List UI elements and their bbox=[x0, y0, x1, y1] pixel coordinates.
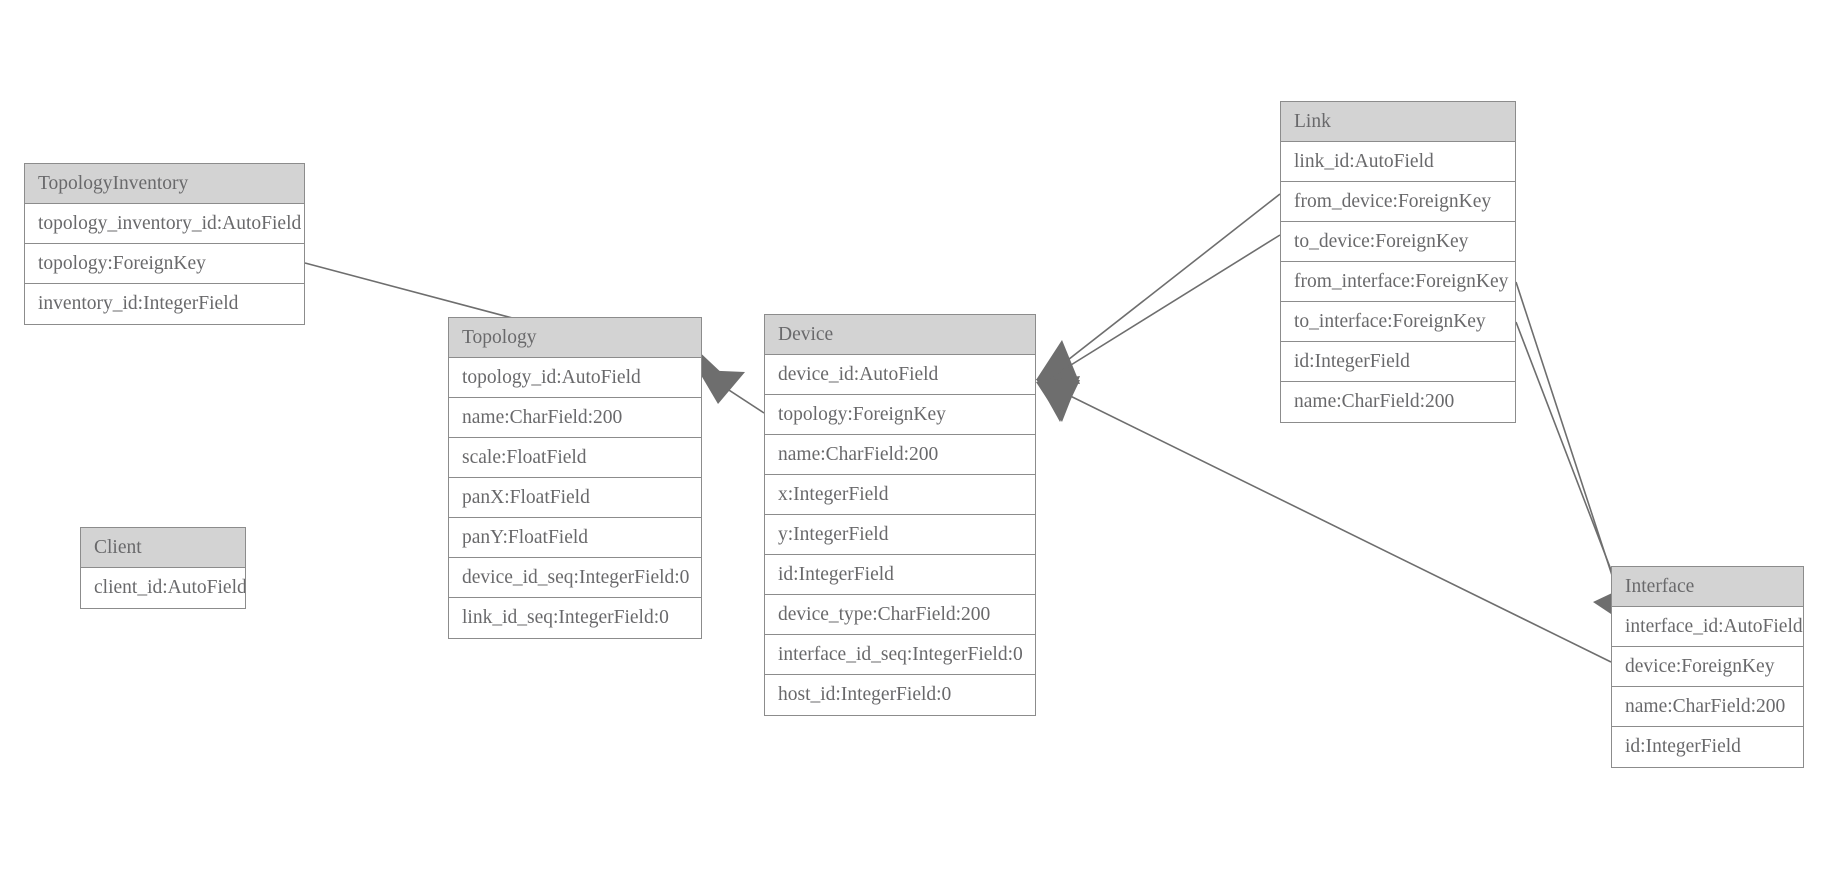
entity-field-row[interactable]: to_device:ForeignKey bbox=[1281, 222, 1515, 262]
edge-link-to-device-to-device bbox=[1036, 234, 1281, 422]
entity-title-device: Device bbox=[765, 315, 1035, 355]
entity-field-row[interactable]: from_interface:ForeignKey bbox=[1281, 262, 1515, 302]
entity-field-row[interactable]: id:IntegerField bbox=[1612, 727, 1803, 767]
entity-field-row[interactable]: inventory_id:IntegerField bbox=[25, 284, 304, 324]
entity-field-row[interactable]: y:IntegerField bbox=[765, 515, 1035, 555]
edge-device-to-topology bbox=[698, 370, 765, 414]
entity-field-row[interactable]: interface_id:AutoField bbox=[1612, 607, 1803, 647]
entity-field-row[interactable]: name:CharField:200 bbox=[1281, 382, 1515, 422]
entity-title-topology: Topology bbox=[449, 318, 701, 358]
entity-field-row[interactable]: id:IntegerField bbox=[765, 555, 1035, 595]
entity-field-row[interactable]: host_id:IntegerField:0 bbox=[765, 675, 1035, 715]
edge-link-from-device-to-device bbox=[1036, 193, 1281, 384]
entity-field-row[interactable]: panX:FloatField bbox=[449, 478, 701, 518]
entity-field-row[interactable]: device:ForeignKey bbox=[1612, 647, 1803, 687]
entity-field-row[interactable]: to_interface:ForeignKey bbox=[1281, 302, 1515, 342]
entity-field-row[interactable]: client_id:AutoField bbox=[81, 568, 245, 608]
entity-field-row[interactable]: name:CharField:200 bbox=[765, 435, 1035, 475]
entity-title-interface: Interface bbox=[1612, 567, 1803, 607]
entity-title-topologyinventory: TopologyInventory bbox=[25, 164, 304, 204]
entity-field-row[interactable]: scale:FloatField bbox=[449, 438, 701, 478]
entity-field-row[interactable]: interface_id_seq:IntegerField:0 bbox=[765, 635, 1035, 675]
entity-field-row[interactable]: topology:ForeignKey bbox=[25, 244, 304, 284]
entity-field-row[interactable]: id:IntegerField bbox=[1281, 342, 1515, 382]
entity-title-client: Client bbox=[81, 528, 245, 568]
entity-field-row[interactable]: x:IntegerField bbox=[765, 475, 1035, 515]
entity-field-row[interactable]: device_id_seq:IntegerField:0 bbox=[449, 558, 701, 598]
entity-field-row[interactable]: name:CharField:200 bbox=[449, 398, 701, 438]
entity-field-row[interactable]: link_id_seq:IntegerField:0 bbox=[449, 598, 701, 638]
entity-field-row[interactable]: topology_id:AutoField bbox=[449, 358, 701, 398]
entity-field-row[interactable]: device_id:AutoField bbox=[765, 355, 1035, 395]
entity-field-row[interactable]: link_id:AutoField bbox=[1281, 142, 1515, 182]
entity-field-row[interactable]: device_type:CharField:200 bbox=[765, 595, 1035, 635]
entity-field-row[interactable]: from_device:ForeignKey bbox=[1281, 182, 1515, 222]
entity-title-link: Link bbox=[1281, 102, 1515, 142]
entity-field-row[interactable]: topology:ForeignKey bbox=[765, 395, 1035, 435]
entity-field-row[interactable]: topology_inventory_id:AutoField bbox=[25, 204, 304, 244]
entity-field-row[interactable]: name:CharField:200 bbox=[1612, 687, 1803, 727]
entity-field-row[interactable]: panY:FloatField bbox=[449, 518, 701, 558]
